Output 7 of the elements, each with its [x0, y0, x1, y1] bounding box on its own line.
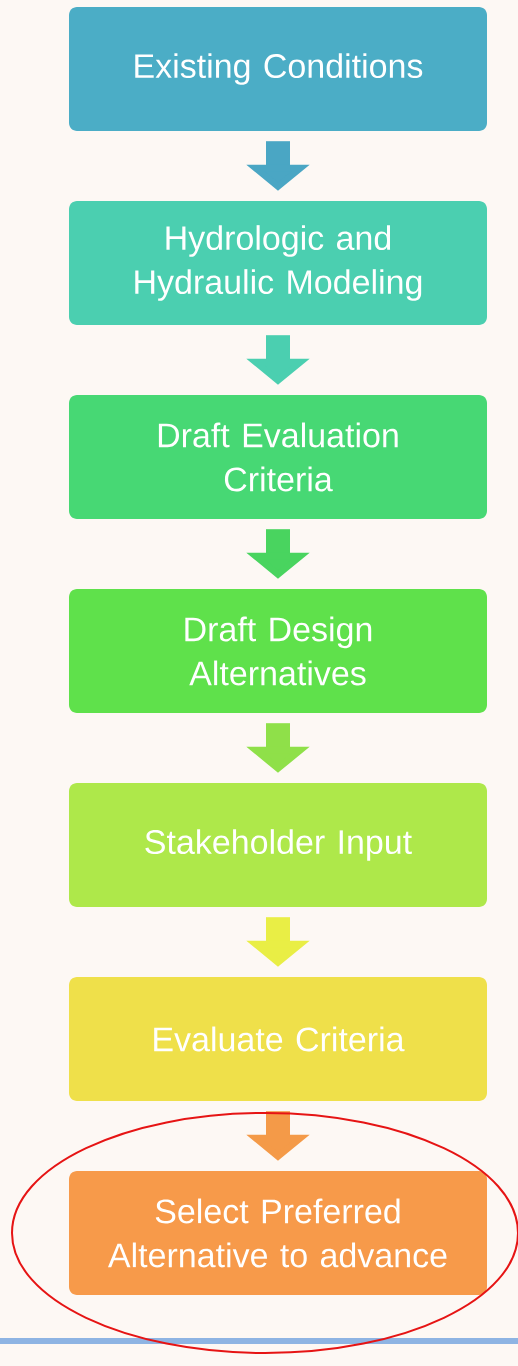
process-box: Hydrologic and Hydraulic Modeling	[69, 201, 487, 325]
process-box: Existing Conditions	[69, 7, 487, 131]
process-box: Evaluate Criteria	[69, 977, 487, 1101]
process-box: Stakeholder Input	[69, 783, 487, 907]
process-box: Select Preferred Alternative to advance	[69, 1171, 487, 1295]
process-box: Draft Evaluation Criteria	[69, 395, 487, 519]
process-box: Draft Design Alternatives	[69, 589, 487, 713]
